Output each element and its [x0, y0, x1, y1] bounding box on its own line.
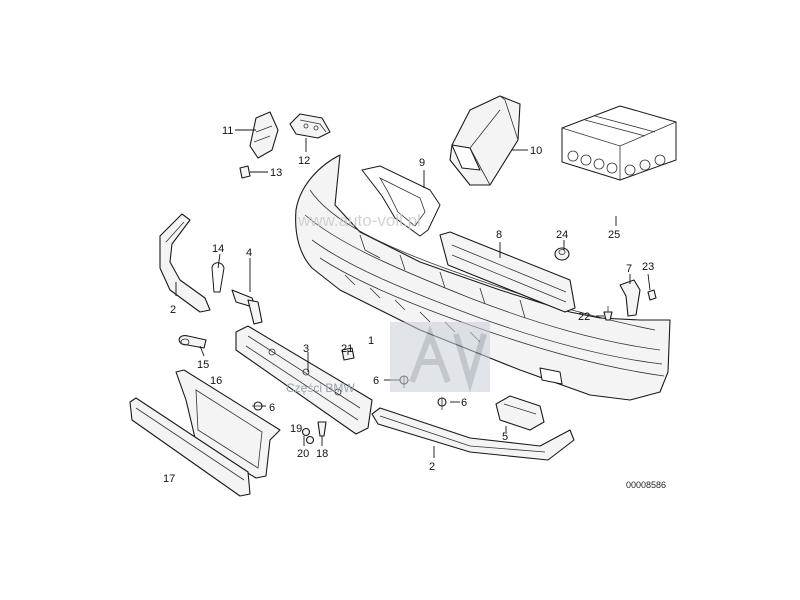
lower-strip-part-17 [129, 397, 251, 497]
callout-16: 16 [210, 375, 222, 387]
bracket-part-12 [289, 113, 331, 139]
screw-part-22 [603, 306, 613, 321]
callout-17: 17 [163, 473, 175, 485]
callout-labels: 1 2 2 3 4 5 6 6 6 7 8 9 10 11 12 13 14 1… [163, 125, 654, 485]
bracket-part-4 [231, 289, 263, 325]
air-duct-part-10 [449, 95, 521, 186]
callout-6-c: 6 [269, 402, 275, 414]
callout-9: 9 [419, 157, 425, 169]
callout-6-b: 6 [461, 397, 467, 409]
trim-strip-part-2-left [159, 213, 211, 313]
callout-2-right: 2 [429, 461, 435, 473]
callout-14: 14 [212, 243, 224, 255]
nut-part-24 [554, 247, 570, 261]
fog-light-cover-part-5 [495, 395, 545, 431]
trim-strip-part-2-right [371, 407, 575, 461]
bracket-frame-part-9 [361, 165, 441, 237]
leader-lines [175, 129, 651, 458]
callout-13: 13 [270, 167, 282, 179]
callout-4: 4 [246, 247, 252, 259]
tow-eye-part-15 [178, 335, 207, 349]
bumper-carrier-part-3 [235, 325, 373, 435]
clip-part-13 [239, 165, 251, 179]
watermark-logo [390, 322, 490, 393]
callout-1: 1 [368, 335, 374, 347]
callout-23: 23 [642, 261, 654, 273]
clip-part-14 [211, 262, 225, 293]
watermark-brand-text: Części BMW [286, 381, 355, 395]
callout-22: 22 [578, 311, 590, 323]
callout-25: 25 [608, 229, 620, 241]
clip-part-23 [647, 289, 657, 301]
grille-part-8 [439, 231, 576, 313]
callout-8: 8 [496, 229, 502, 241]
callout-10: 10 [530, 145, 542, 157]
screw-part-18 [317, 421, 327, 437]
nut-part-20 [305, 435, 315, 445]
bracket-part-11 [249, 111, 279, 159]
callout-2-left: 2 [170, 304, 176, 316]
callout-19: 19 [290, 423, 302, 435]
callout-12: 12 [298, 155, 310, 167]
bracket-part-7 [619, 279, 641, 317]
box-part-25 [561, 105, 677, 181]
callout-15: 15 [197, 359, 209, 371]
callout-11: 11 [222, 125, 233, 137]
callout-20: 20 [297, 448, 309, 460]
license-plate-base-part-16 [175, 369, 281, 479]
watermark-site-text: www.auto-voll.pl [297, 211, 421, 230]
callout-6-a: 6 [373, 375, 379, 387]
callout-7: 7 [626, 263, 632, 275]
washer-part-19 [301, 427, 311, 437]
callout-24: 24 [556, 229, 568, 241]
callout-18: 18 [316, 448, 328, 460]
callout-5: 5 [502, 431, 508, 443]
callout-21: 21 [341, 343, 353, 355]
callout-3: 3 [303, 343, 309, 355]
diagram-reference-number: 00008586 [626, 480, 666, 490]
fastener-part-6-b [437, 397, 447, 410]
